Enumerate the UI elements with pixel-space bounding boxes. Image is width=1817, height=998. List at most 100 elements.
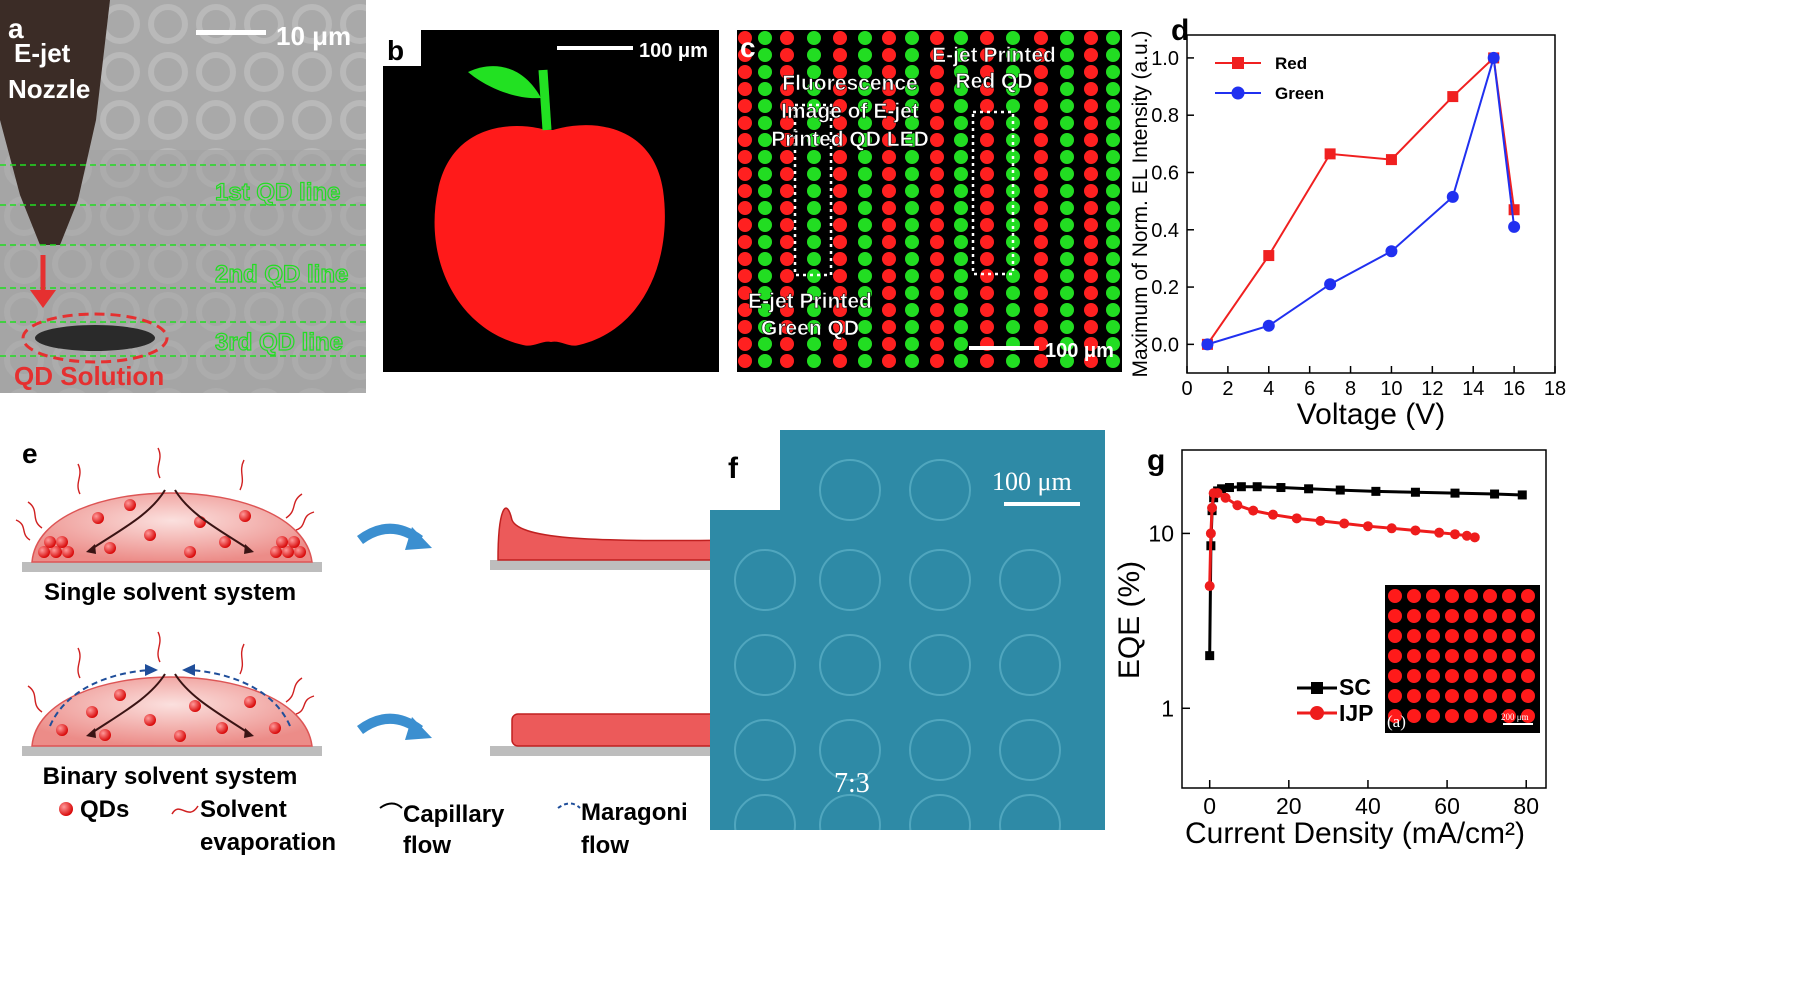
print-dot <box>954 167 968 181</box>
print-dot <box>780 286 794 300</box>
print-dot <box>1060 65 1074 79</box>
inset-dot <box>1407 709 1421 723</box>
point-red <box>1508 204 1520 216</box>
print-dot <box>882 48 896 62</box>
y-axis-label: EQE (%) <box>1113 561 1146 679</box>
printed-pixel <box>999 634 1061 696</box>
point-red <box>1324 148 1336 160</box>
print-dot <box>738 235 752 249</box>
print-dot <box>1006 167 1020 181</box>
print-dot <box>1060 184 1074 198</box>
print-dot <box>758 99 772 113</box>
print-dot <box>833 116 847 130</box>
print-dot <box>882 320 896 334</box>
legend-qds: QDs <box>80 796 129 823</box>
point-sc <box>1224 483 1234 493</box>
red-label-1: E-jet Printed <box>932 44 1056 67</box>
print-dot <box>858 320 872 334</box>
panel-f: f 100 μm 7:3 <box>710 430 1105 856</box>
print-dot <box>930 167 944 181</box>
print-dot <box>758 235 772 249</box>
print-dot <box>1084 31 1098 45</box>
point-ijp <box>1268 509 1278 520</box>
print-dot <box>738 116 752 130</box>
print-dot <box>980 235 994 249</box>
nozzle-label: E-jet <box>14 38 71 68</box>
print-dot <box>807 320 821 334</box>
print-dot <box>980 320 994 334</box>
inset-dot <box>1483 689 1497 703</box>
print-dot <box>738 82 752 96</box>
print-dot <box>1106 303 1120 317</box>
inset-dot <box>1445 689 1459 703</box>
print-dot <box>954 150 968 164</box>
print-dot <box>930 303 944 317</box>
point-ijp <box>1205 528 1216 539</box>
scale-bar <box>969 346 1039 350</box>
print-dot <box>780 150 794 164</box>
print-dot <box>738 354 752 368</box>
point-sc <box>1205 651 1215 661</box>
inset-dot <box>1502 589 1516 603</box>
print-dot <box>807 65 821 79</box>
print-dot <box>1034 303 1048 317</box>
print-dot <box>738 337 752 351</box>
point-red <box>1447 91 1459 103</box>
panel-letter: b <box>387 35 404 66</box>
point-sc <box>1371 486 1381 496</box>
print-dot <box>1006 65 1020 79</box>
y-tick-label: 0.8 <box>1151 105 1179 127</box>
print-dot <box>905 31 919 45</box>
inset-dot <box>1483 609 1497 623</box>
inset-dot <box>1388 689 1402 703</box>
legend: Red Green <box>1215 54 1324 103</box>
print-dot <box>1106 201 1120 215</box>
print-dot <box>858 116 872 130</box>
print-dot <box>758 269 772 283</box>
print-dot <box>1060 201 1074 215</box>
print-dot <box>738 65 752 79</box>
single-solvent-label: Single solvent system <box>44 579 296 606</box>
x-tick-label: 16 <box>1503 378 1525 400</box>
x-tick-label: 80 <box>1513 793 1539 819</box>
print-dot <box>882 31 896 45</box>
print-dot <box>1084 337 1098 351</box>
print-dot <box>807 337 821 351</box>
print-dot <box>1084 184 1098 198</box>
print-dot <box>738 269 752 283</box>
print-dot <box>1006 99 1020 113</box>
print-dot <box>807 133 821 147</box>
print-dot <box>807 252 821 266</box>
series-line-red <box>1206 55 1516 345</box>
print-dot <box>758 184 772 198</box>
print-dot <box>1084 269 1098 283</box>
legend-solvent: Solvent <box>200 796 287 823</box>
inset-dot <box>1521 709 1535 723</box>
x-axis-label: Voltage (V) <box>1297 398 1445 430</box>
print-dot <box>758 150 772 164</box>
print-dot <box>780 235 794 249</box>
inset-dot <box>1388 629 1402 643</box>
print-dot <box>1006 354 1020 368</box>
print-dot <box>1034 48 1048 62</box>
print-dot <box>930 320 944 334</box>
panel-letter: g <box>1147 444 1165 477</box>
print-dot <box>807 269 821 283</box>
binary-solvent-label: Binary solvent system <box>43 763 298 790</box>
print-dot <box>954 252 968 266</box>
print-dot <box>1034 167 1048 181</box>
print-dot <box>905 269 919 283</box>
print-dot <box>858 65 872 79</box>
print-dot <box>882 133 896 147</box>
print-dot <box>1060 303 1074 317</box>
print-dot <box>858 235 872 249</box>
inset-dot <box>1502 629 1516 643</box>
inset-dot <box>1464 609 1478 623</box>
print-dot <box>780 184 794 198</box>
print-dot <box>807 354 821 368</box>
print-dot <box>807 116 821 130</box>
print-dot <box>1106 150 1120 164</box>
print-dot <box>954 99 968 113</box>
print-dot <box>980 354 994 368</box>
point-ijp <box>1315 515 1326 526</box>
